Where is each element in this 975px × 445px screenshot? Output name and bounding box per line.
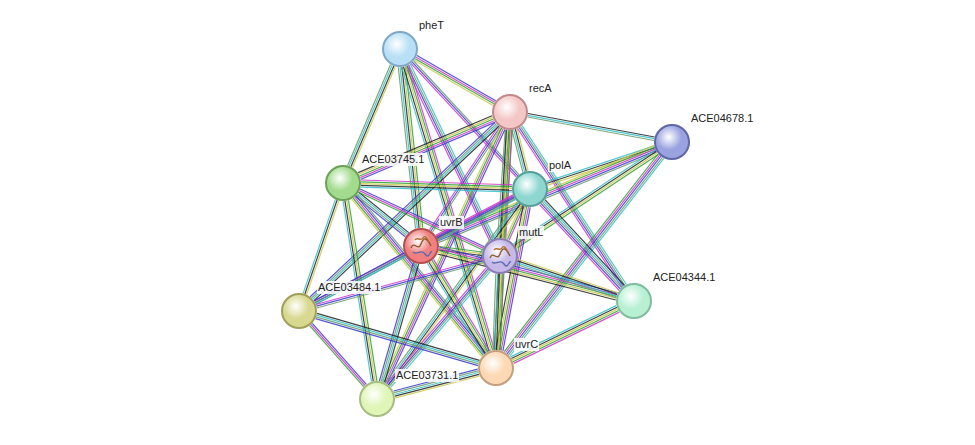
protein-node: pheT (382, 31, 418, 67)
protein-node: ACE03745.1 (325, 165, 361, 201)
protein-node: polA (512, 171, 548, 207)
protein-node: ACE03484.1 (281, 293, 317, 329)
interaction-edge (438, 247, 618, 300)
node-label: uvrB (439, 216, 464, 229)
interaction-edge (511, 306, 620, 364)
protein-node: uvrB (403, 228, 439, 264)
interaction-edge (310, 323, 367, 386)
node-label: recA (528, 82, 553, 95)
node-label: ACE03745.1 (361, 153, 425, 166)
node-label: mutL (518, 226, 544, 239)
interaction-edge (516, 259, 618, 298)
protein-node: uvrC (478, 350, 514, 386)
interaction-edge (379, 263, 418, 383)
protein-node: ACE03731.1 (359, 381, 395, 417)
node-label: ACE03484.1 (317, 281, 381, 294)
protein-node: mutL (482, 238, 518, 274)
node-label: polA (548, 159, 572, 172)
interaction-edge (310, 122, 499, 300)
structure-icon (484, 240, 516, 272)
node-label: pheT (418, 19, 445, 32)
protein-node: ACE04678.1 (654, 124, 690, 160)
interaction-edge (527, 114, 654, 141)
interaction-edge (394, 369, 480, 398)
interaction-edge (361, 180, 512, 192)
node-label: uvrC (514, 338, 539, 351)
protein-node: recA (492, 94, 528, 130)
interaction-edge (387, 268, 491, 387)
structure-icon (405, 230, 437, 262)
node-label: ACE04678.1 (690, 112, 754, 125)
interaction-edge (493, 274, 503, 350)
node-label: ACE03731.1 (395, 369, 459, 382)
node-label: ACE04344.1 (652, 271, 716, 284)
protein-node: ACE04344.1 (616, 283, 652, 319)
